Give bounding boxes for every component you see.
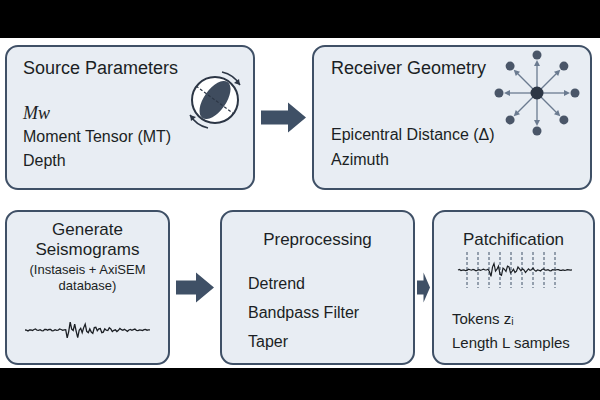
magnitude-label: Mw <box>23 103 183 125</box>
box-title: Source Parameters <box>23 58 223 80</box>
flow-arrow <box>176 273 214 303</box>
flow-arrow <box>261 103 306 133</box>
subtitle-text: (Instaseis + AxiSEM database) <box>15 262 160 293</box>
box-title: Receiver Geometry <box>331 58 531 80</box>
flow-arrow <box>417 273 430 303</box>
patch-dividers <box>467 252 555 288</box>
box-title: Patchification <box>434 230 593 250</box>
process-box: PatchificationTokens zᵢ Length L samples <box>432 210 595 365</box>
process-box: Generate Seismograms(Instaseis + AxiSEM … <box>5 210 170 365</box>
box-title: Preprocessing <box>222 230 413 250</box>
body-text: Azimuth <box>331 150 531 169</box>
body-text: Length L samples <box>452 334 592 352</box>
process-box: Receiver GeometryEpicentral Distance (Δ)… <box>312 45 592 190</box>
body-text: Epicentral Distance (Δ) <box>331 125 531 144</box>
process-box: PreprocessingDetrendBandpass FilterTaper <box>220 210 415 365</box>
bottom-band <box>0 368 600 400</box>
top-band <box>0 0 600 38</box>
patch-waveform <box>458 264 572 277</box>
body-text: Bandpass Filter <box>248 303 408 322</box>
body-text: Moment Tensor (MT) <box>23 127 203 146</box>
seismogram-waveform <box>25 322 150 338</box>
process-box: Source ParametersMwMoment Tensor (MT) Dep… <box>5 45 255 190</box>
receiver-network-symbol <box>495 51 580 136</box>
body-text: Taper <box>248 332 408 351</box>
body-text: Depth <box>23 151 203 170</box>
body-text: Detrend <box>248 274 408 293</box>
body-text: Tokens zᵢ <box>452 310 592 328</box>
box-title: Generate Seismograms <box>27 220 148 261</box>
beachball-symbol <box>190 72 240 128</box>
